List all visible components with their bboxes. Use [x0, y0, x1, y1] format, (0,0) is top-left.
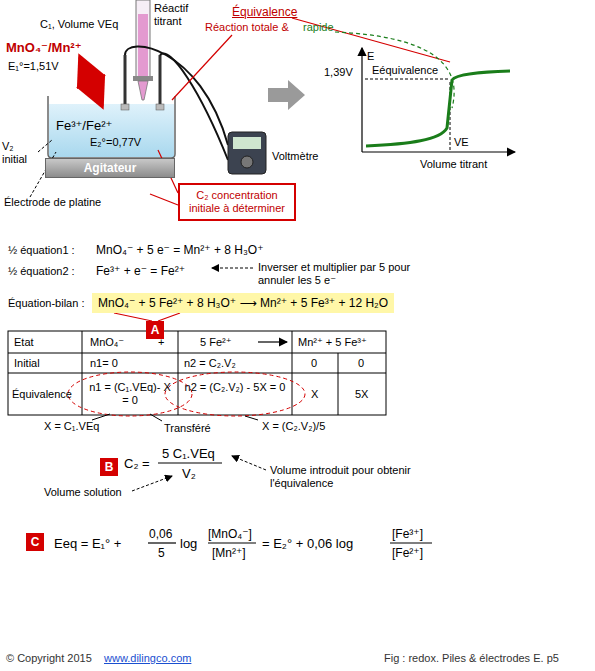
text-label: Fe³⁺ + e⁻ = Fe²⁺: [96, 264, 185, 278]
text-label: ½ équation1 :: [8, 244, 75, 257]
text-label: 5: [158, 546, 165, 560]
text-label: Etat: [14, 336, 34, 349]
text-label: © Copyright 2015: [6, 652, 92, 665]
unknown-box: C₂ concentration initiale à déterminer: [178, 183, 296, 221]
text-label: V₂: [182, 466, 196, 481]
text-label: E₂°=0,77V: [90, 136, 141, 149]
text-label: n1= 0: [90, 357, 118, 370]
text-label: V₂ initial: [2, 140, 38, 166]
text-label: VE: [454, 136, 469, 149]
text-label: [Mn²⁺]: [212, 546, 246, 560]
text-label: [Fe³⁺]: [392, 527, 423, 541]
text-label: Volume titrant: [420, 158, 487, 171]
text-label: 1,39V: [324, 66, 353, 79]
text-label: = E₂° + 0,06 log: [262, 536, 353, 551]
text-label: www.dilingco.com: [104, 652, 191, 665]
text-label: Équation-bilan :: [8, 297, 84, 310]
text-label: Inverser et multiplier par 5 pour annule…: [258, 261, 433, 287]
text-label: X = (C₂.V₂)/5: [262, 420, 325, 433]
text-label: X = C₁.VEq: [44, 420, 99, 433]
text-label: +: [158, 336, 164, 349]
text-label: rapide: [303, 21, 334, 34]
text-label: E: [367, 50, 374, 63]
text-label: Transféré: [164, 422, 211, 435]
text-label: [Fe²⁺]: [392, 546, 423, 560]
text-label: log: [180, 536, 197, 551]
text-label: Réactif titrant: [154, 2, 200, 28]
text-label: n2 = C₂.V₂: [184, 357, 236, 370]
node-text: C₂ concentration initiale à déterminer: [185, 189, 289, 215]
text-label: C₂ =: [124, 456, 150, 471]
node-text: MnO₄⁻ + 5 Fe²⁺ + 8 H₃O⁺ ⟶ Mn²⁺ + 5 Fe³⁺ …: [98, 296, 388, 310]
text-label: Eéquivalence: [372, 64, 438, 77]
text-label: Volume solution: [44, 486, 122, 499]
text-label: MnO₄⁻/Mn²⁺: [6, 40, 82, 55]
text-label: 5 Fe²⁺: [200, 336, 231, 349]
text-label: 0,06: [149, 527, 172, 541]
text-label: X: [311, 388, 318, 401]
text-label: n2 = (C₂.V₂) - 5X = 0: [183, 381, 287, 394]
text-label: Volume introduit pour obtenir l'équivale…: [270, 464, 420, 490]
callout-square: B: [100, 458, 118, 476]
text-label: 5X: [355, 388, 368, 401]
stirrer-box: Agitateur: [45, 158, 175, 178]
text-label: Fig : redox. Piles & électrodes E. p5: [384, 652, 559, 665]
text-label: Voltmètre: [272, 150, 318, 163]
text-label: MnO₄⁻: [90, 336, 124, 349]
text-label: C₁, Volume VEq: [40, 18, 118, 31]
text-label: Équivalence: [232, 6, 297, 19]
text-label: Eeq = E₁° +: [54, 536, 121, 551]
text-label: Équivalence: [12, 388, 72, 401]
text-label: Initial: [14, 357, 40, 370]
callout-square: C: [26, 533, 44, 551]
text-label: Mn²⁺ + 5 Fe³⁺: [298, 336, 367, 349]
text-label: Réaction totale &: [205, 21, 289, 34]
text-label: 5 C₁.VEq: [162, 446, 215, 461]
node-text: Agitateur: [46, 159, 174, 177]
equation-band: MnO₄⁻ + 5 Fe²⁺ + 8 H₃O⁺ ⟶ Mn²⁺ + 5 Fe³⁺ …: [92, 293, 394, 313]
text-label: n1 = (C₁.VEq)- X = 0: [86, 381, 174, 407]
node-text: C: [26, 533, 44, 551]
text-label: 0: [311, 357, 317, 370]
text-label: 0: [358, 357, 364, 370]
text-label: [MnO₄⁻]: [208, 527, 252, 541]
text-label: MnO₄⁻ + 5 e⁻ = Mn²⁺ + 8 H₃O⁺: [96, 243, 264, 257]
text-label: Fe³⁺/Fe²⁺: [56, 118, 112, 133]
text-label: Électrode de platine: [4, 196, 101, 209]
text-label: ½ équation2 :: [8, 265, 75, 278]
leader-connector: [114, 313, 180, 321]
text-label: E₁°=1,51V: [8, 60, 59, 73]
node-text: B: [100, 458, 118, 476]
